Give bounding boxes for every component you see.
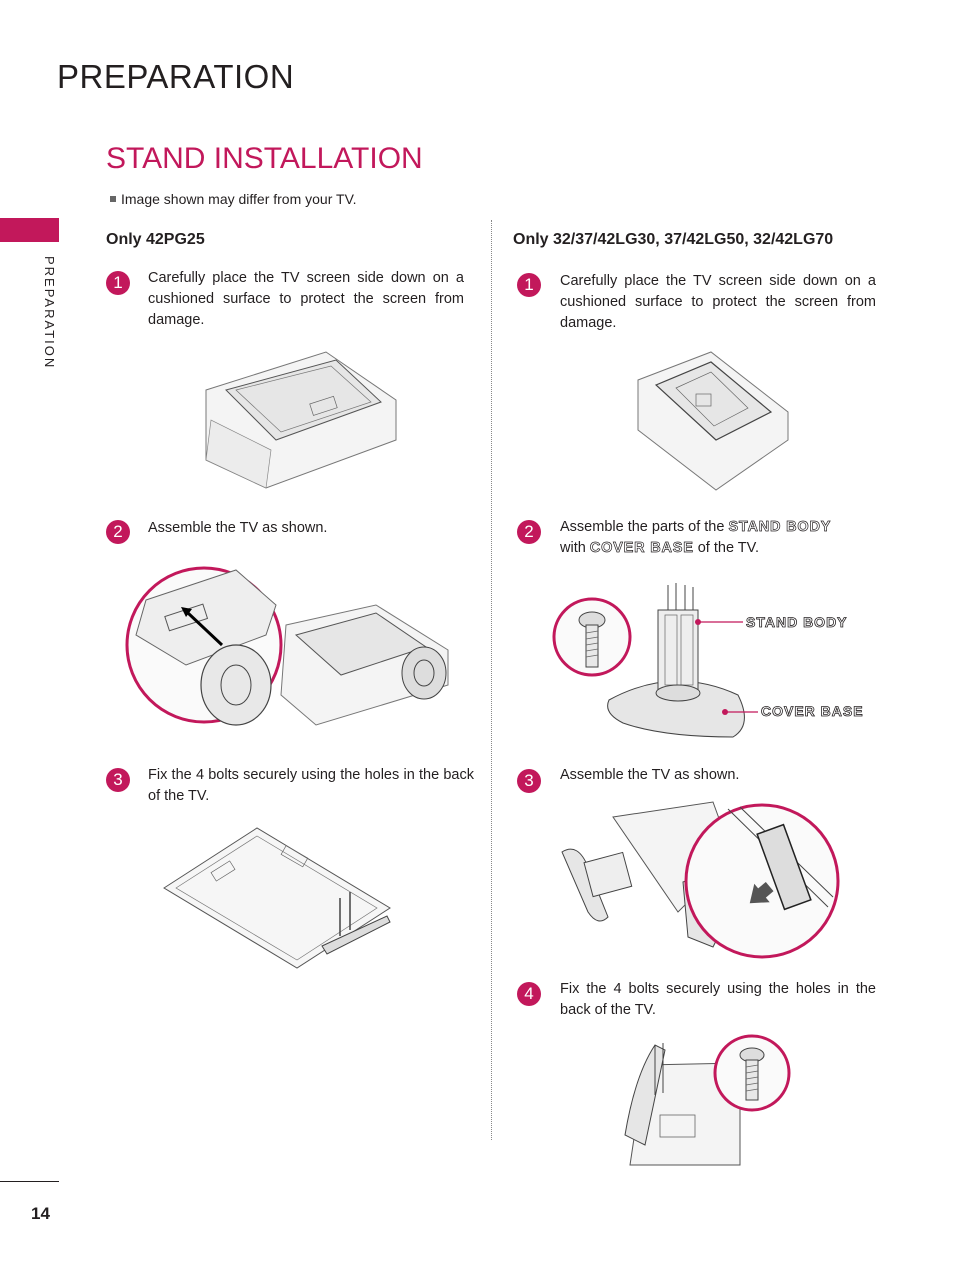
- tv-on-cushion-illustration: [205, 351, 397, 489]
- lcd-back-bolts-illustration: [624, 1034, 791, 1166]
- page-title: PREPARATION: [57, 58, 295, 95]
- bullet-icon: [110, 196, 116, 203]
- cover-base-callout: COVER BASE: [761, 703, 864, 720]
- right-step-3-number: 3: [517, 769, 541, 793]
- right-step-2-text: Assemble the parts of the STAND BODY with…: [560, 517, 876, 559]
- lcd-tv-on-cushion-illustration: [637, 351, 789, 491]
- stand-body-callout: STAND BODY: [746, 614, 848, 631]
- left-step-1-text: Carefully place the TV screen side down …: [148, 270, 464, 328]
- left-step-2-text: Assemble the TV as shown.: [148, 520, 328, 536]
- assemble-stand-illustration: [125, 566, 449, 726]
- stand-body-cover-base-illustration: [552, 583, 758, 738]
- tv-back-bolts-illustration: [163, 827, 391, 969]
- sidebar-tab: [0, 218, 59, 242]
- right-step-1-text: Carefully place the TV screen side down …: [560, 273, 876, 331]
- right-step-1-number: 1: [517, 273, 541, 297]
- note-text: Image shown may differ from your TV.: [121, 191, 357, 207]
- section-title: STAND INSTALLATION: [106, 142, 423, 175]
- right-step-4-number: 4: [517, 982, 541, 1006]
- right-step-4-text: Fix the 4 bolts securely using the holes…: [560, 981, 876, 1018]
- right-step-2-text-mid: with: [560, 540, 590, 556]
- sidebar-label: PREPARATION: [42, 256, 57, 370]
- cover-base-inline: COVER BASE: [589, 540, 694, 557]
- left-step-3-number: 3: [106, 768, 130, 792]
- right-step-2-number: 2: [517, 520, 541, 544]
- right-step-2-text-post: of the TV.: [693, 540, 760, 556]
- left-step-2-number: 2: [106, 520, 130, 544]
- right-step-2-text-pre: Assemble the parts of the: [560, 519, 729, 535]
- page-number: 14: [31, 1204, 50, 1223]
- column-divider: [491, 220, 492, 1140]
- assemble-lcd-stand-illustration: [561, 801, 840, 959]
- left-step-3-text: Fix the 4 bolts securely using the holes…: [148, 767, 474, 804]
- left-column-heading: Only 42PG25: [106, 231, 205, 248]
- right-column-heading: Only 32/37/42LG30, 37/42LG50, 32/42LG70: [513, 231, 834, 248]
- note: Image shown may differ from your TV.: [110, 191, 357, 207]
- left-step-1-number: 1: [106, 271, 130, 295]
- stand-body-inline: STAND BODY: [728, 519, 832, 536]
- right-step-3-text: Assemble the TV as shown.: [560, 767, 740, 783]
- footer-rule: [0, 1181, 59, 1182]
